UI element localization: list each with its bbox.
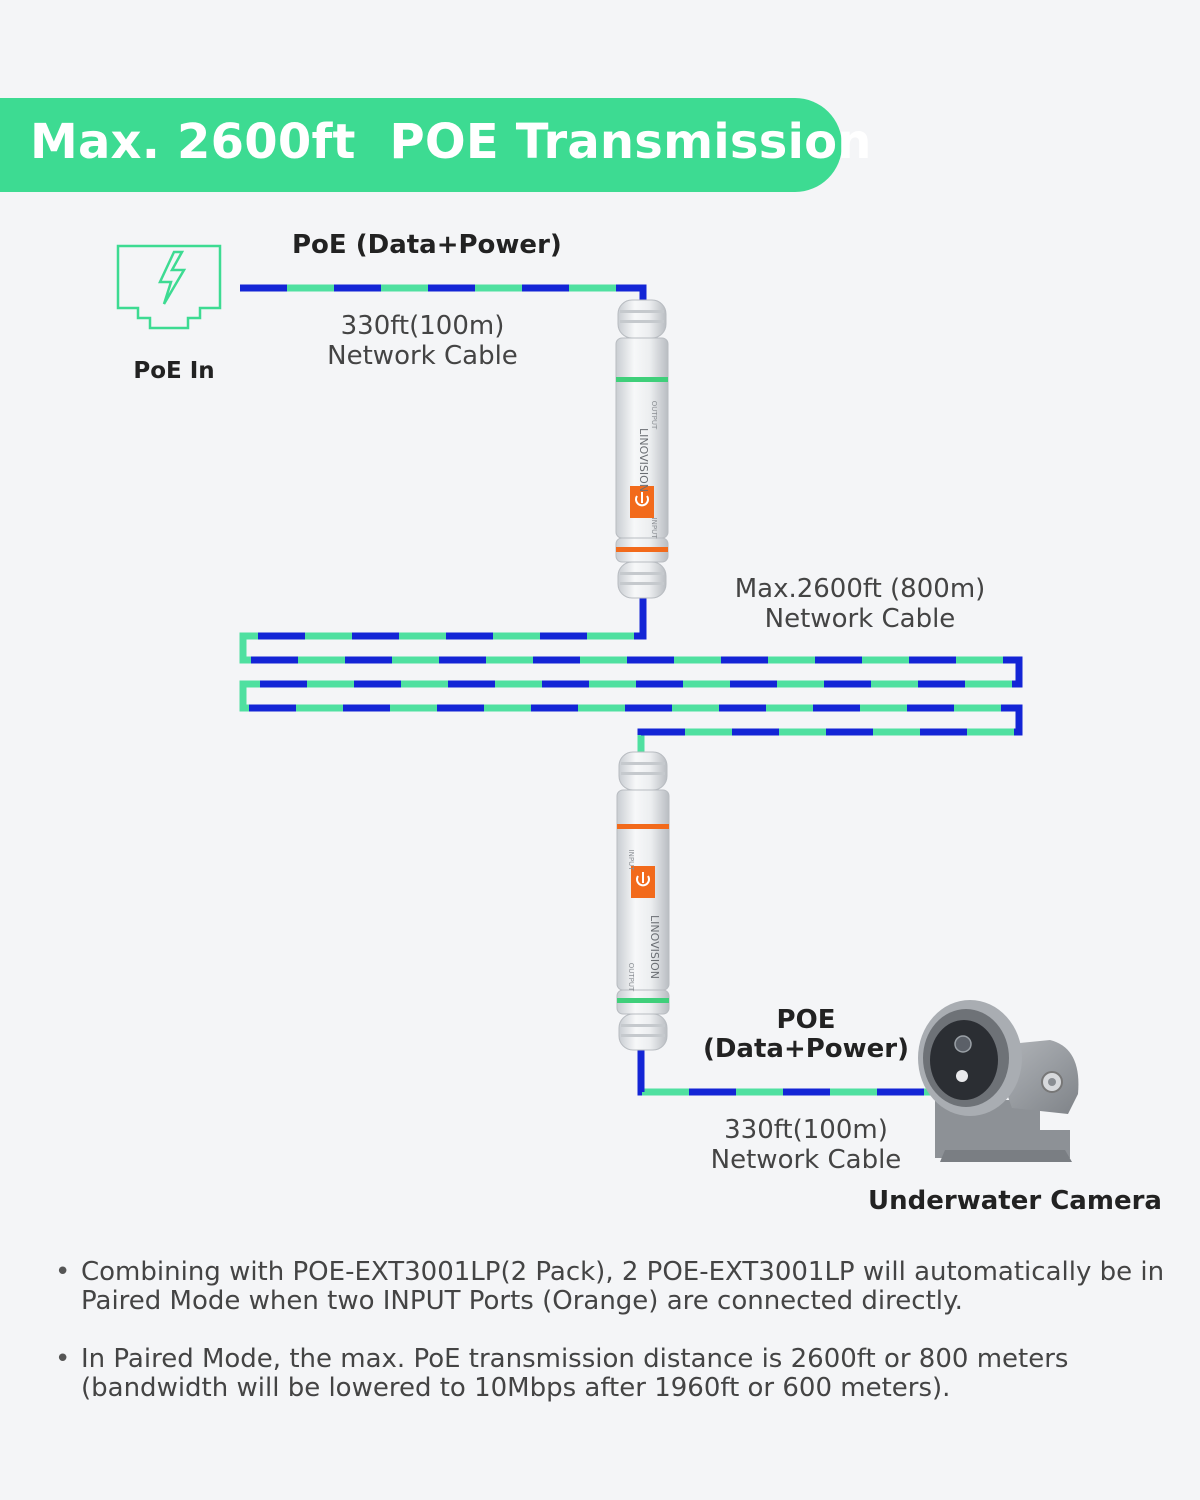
- camera-cable-type: Network Cable: [710, 1145, 902, 1175]
- cable-segment-stripe: [240, 284, 647, 338]
- extender-top: LINOVISION OUTPUT INPUT: [615, 299, 669, 599]
- poe-in-link-label: PoE (Data+Power): [292, 230, 562, 260]
- long-run-cable-type: Network Cable: [764, 604, 956, 634]
- camera-link-label-line2: (Data+Power): [702, 1034, 910, 1064]
- output-port-ring: [616, 377, 668, 382]
- note-item: Combining with POE-EXT3001LP(2 Pack), 2 …: [55, 1258, 1175, 1316]
- camera-link-label-line1: POE: [776, 1005, 836, 1035]
- page-title: Max. 2600ft POE Transmission: [30, 114, 872, 170]
- poe-in-label: PoE In: [133, 358, 215, 384]
- input-port-ring: [616, 547, 668, 552]
- extender-brand: LINOVISION: [637, 428, 650, 492]
- network-cable: [239, 284, 1023, 1096]
- power-symbol-icon: [630, 486, 654, 518]
- cable-segment-stripe: [239, 598, 1023, 788]
- notes-list: Combining with POE-EXT3001LP(2 Pack), 2 …: [55, 1258, 1175, 1432]
- underwater-camera-icon: [918, 1000, 1079, 1162]
- output-port-ring: [617, 998, 669, 1003]
- power-symbol-icon: [631, 866, 655, 898]
- input-label: INPUT: [650, 518, 658, 540]
- output-label: OUTPUT: [627, 963, 635, 992]
- input-label: INPUT: [627, 850, 635, 872]
- source-cable-length: 330ft(100m): [340, 311, 505, 341]
- extender-bottom: LINOVISION INPUT OUTPUT: [616, 751, 670, 1051]
- source-cable-type: Network Cable: [327, 341, 518, 371]
- camera-label: Underwater Camera: [868, 1186, 1162, 1216]
- ethernet-power-port-icon: [116, 244, 222, 330]
- note-item: In Paired Mode, the max. PoE transmissio…: [55, 1345, 1175, 1403]
- camera-cable-length: 330ft(100m): [724, 1115, 888, 1145]
- input-port-ring: [617, 824, 669, 829]
- long-run-cable-length: Max.2600ft (800m): [734, 574, 986, 604]
- extender-brand: LINOVISION: [648, 915, 661, 979]
- title-banner: Max. 2600ft POE Transmission: [0, 98, 871, 192]
- cable-segment-stripe: [637, 1046, 935, 1096]
- output-label: OUTPUT: [650, 401, 658, 430]
